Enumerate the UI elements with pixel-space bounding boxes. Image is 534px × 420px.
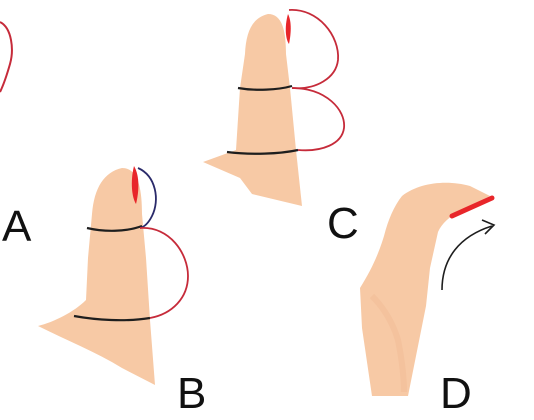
panel-b-nail-cut [131,166,139,204]
panel-c-band-lower [226,148,299,155]
panel-c [203,9,345,206]
panel-c-loop-top [288,9,339,90]
panel-label-b: B [177,369,207,418]
panel-b-finger [38,168,155,385]
panel-c-finger [203,14,302,206]
panel-a-red-loop [0,21,13,93]
panel-b-loop-red [139,227,189,319]
panel-label-d: D [440,369,472,418]
curved-arrow-icon [441,225,493,291]
panel-c-loop-bottom [291,87,345,152]
panel-b-band-upper [86,224,143,232]
panel-d [360,182,496,396]
panel-d-cut [449,195,495,219]
panel-label-a: A [2,202,32,251]
panel-d-flap-shade [369,293,407,393]
panel-b [38,166,189,385]
panel-label-c: C [327,199,359,248]
panel-d-flap [360,182,490,396]
panel-c-band-upper [237,84,293,91]
curved-arrow-head-icon [481,219,496,235]
panel-c-nail-cut [285,14,291,44]
panel-b-loop-blue [137,167,157,229]
panel-a [0,21,13,93]
panel-b-band-lower [73,314,151,322]
